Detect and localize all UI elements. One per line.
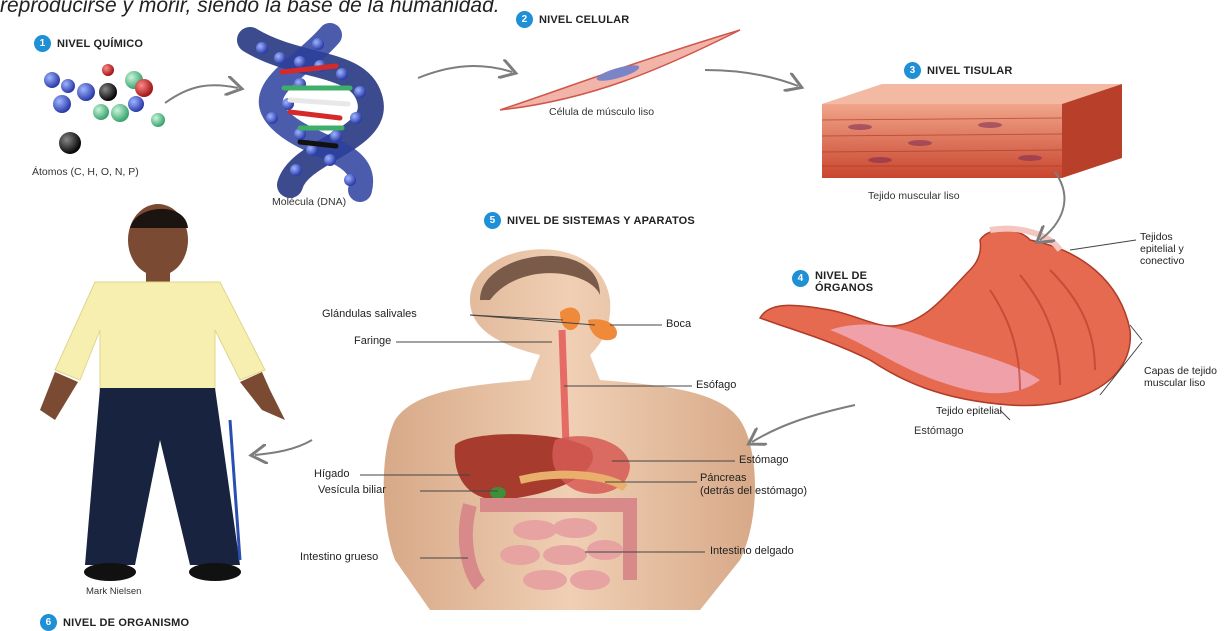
salivary-label: Glándulas salivales — [322, 308, 417, 320]
stomach-system-label: Estómago — [739, 454, 789, 466]
person-caption: Mark Nielsen — [86, 586, 141, 597]
pancreas-label-line1: Páncreas — [700, 472, 807, 485]
level-5-badge: 5 — [484, 212, 501, 229]
level-4-label-line1: NIVEL DE — [815, 270, 873, 282]
level-6-badge: 6 — [40, 614, 57, 631]
digestive-system-illustration — [384, 249, 755, 610]
gallbladder-label: Vesícula biliar — [318, 484, 386, 496]
atoms-caption: Átomos (C, H, O, N, P) — [32, 166, 139, 178]
pancreas-label: Páncreas (detrás del estómago) — [700, 472, 807, 498]
cell-caption: Célula de músculo liso — [549, 106, 654, 118]
dna-molecule-illustration — [250, 35, 371, 190]
level-3-label: NIVEL TISULAR — [927, 65, 1013, 77]
level-4-badge: 4 — [792, 270, 809, 287]
level-5-title: 5 NIVEL DE SISTEMAS Y APARATOS — [484, 212, 695, 229]
level-1-label: NIVEL QUÍMICO — [57, 38, 143, 50]
small-intestine-label: Intestino delgado — [710, 545, 794, 557]
epithelial-connective-label-line2: epitelial y — [1140, 243, 1184, 255]
level-6-title: 6 NIVEL DE ORGANISMO — [40, 614, 189, 631]
muscle-layers-label: Capas de tejido muscular liso — [1144, 365, 1217, 389]
level-2-label: NIVEL CELULAR — [539, 14, 629, 26]
level-1-badge: 1 — [34, 35, 51, 52]
muscle-layers-label-line2: muscular liso — [1144, 377, 1217, 389]
level-2-badge: 2 — [516, 11, 533, 28]
molecule-caption: Molécula (DNA) — [272, 196, 346, 208]
epithelial-connective-label-line1: Tejidos — [1140, 231, 1184, 243]
atoms-illustration — [44, 64, 165, 154]
epithelial-connective-label: Tejidos epitelial y conectivo — [1140, 231, 1184, 267]
level-3-badge: 3 — [904, 62, 921, 79]
person-illustration — [40, 204, 285, 581]
level-5-label: NIVEL DE SISTEMAS Y APARATOS — [507, 215, 695, 227]
esophagus-label: Esófago — [696, 379, 736, 391]
pharynx-label: Faringe — [354, 335, 391, 347]
level-4-title: 4 NIVEL DE ÓRGANOS — [792, 270, 873, 294]
level-2-title: 2 NIVEL CELULAR — [516, 11, 629, 28]
muscle-cell-illustration — [500, 30, 740, 110]
mouth-label: Boca — [666, 318, 691, 330]
epithelial-tissue-label: Tejido epitelial — [936, 405, 1002, 417]
liver-label: Hígado — [314, 468, 349, 480]
epithelial-connective-label-line3: conectivo — [1140, 255, 1184, 267]
level-3-title: 3 NIVEL TISULAR — [904, 62, 1013, 79]
level-1-title: 1 NIVEL QUÍMICO — [34, 35, 143, 52]
pancreas-label-line2: (detrás del estómago) — [700, 485, 807, 498]
muscle-layers-label-line1: Capas de tejido — [1144, 365, 1217, 377]
large-intestine-label: Intestino grueso — [300, 551, 378, 563]
stomach-caption: Estómago — [914, 425, 964, 437]
muscle-tissue-illustration — [822, 84, 1122, 178]
level-4-label-line2: ÓRGANOS — [815, 282, 873, 294]
tissue-caption: Tejido muscular liso — [868, 190, 960, 202]
stomach-organ-illustration — [760, 229, 1130, 406]
